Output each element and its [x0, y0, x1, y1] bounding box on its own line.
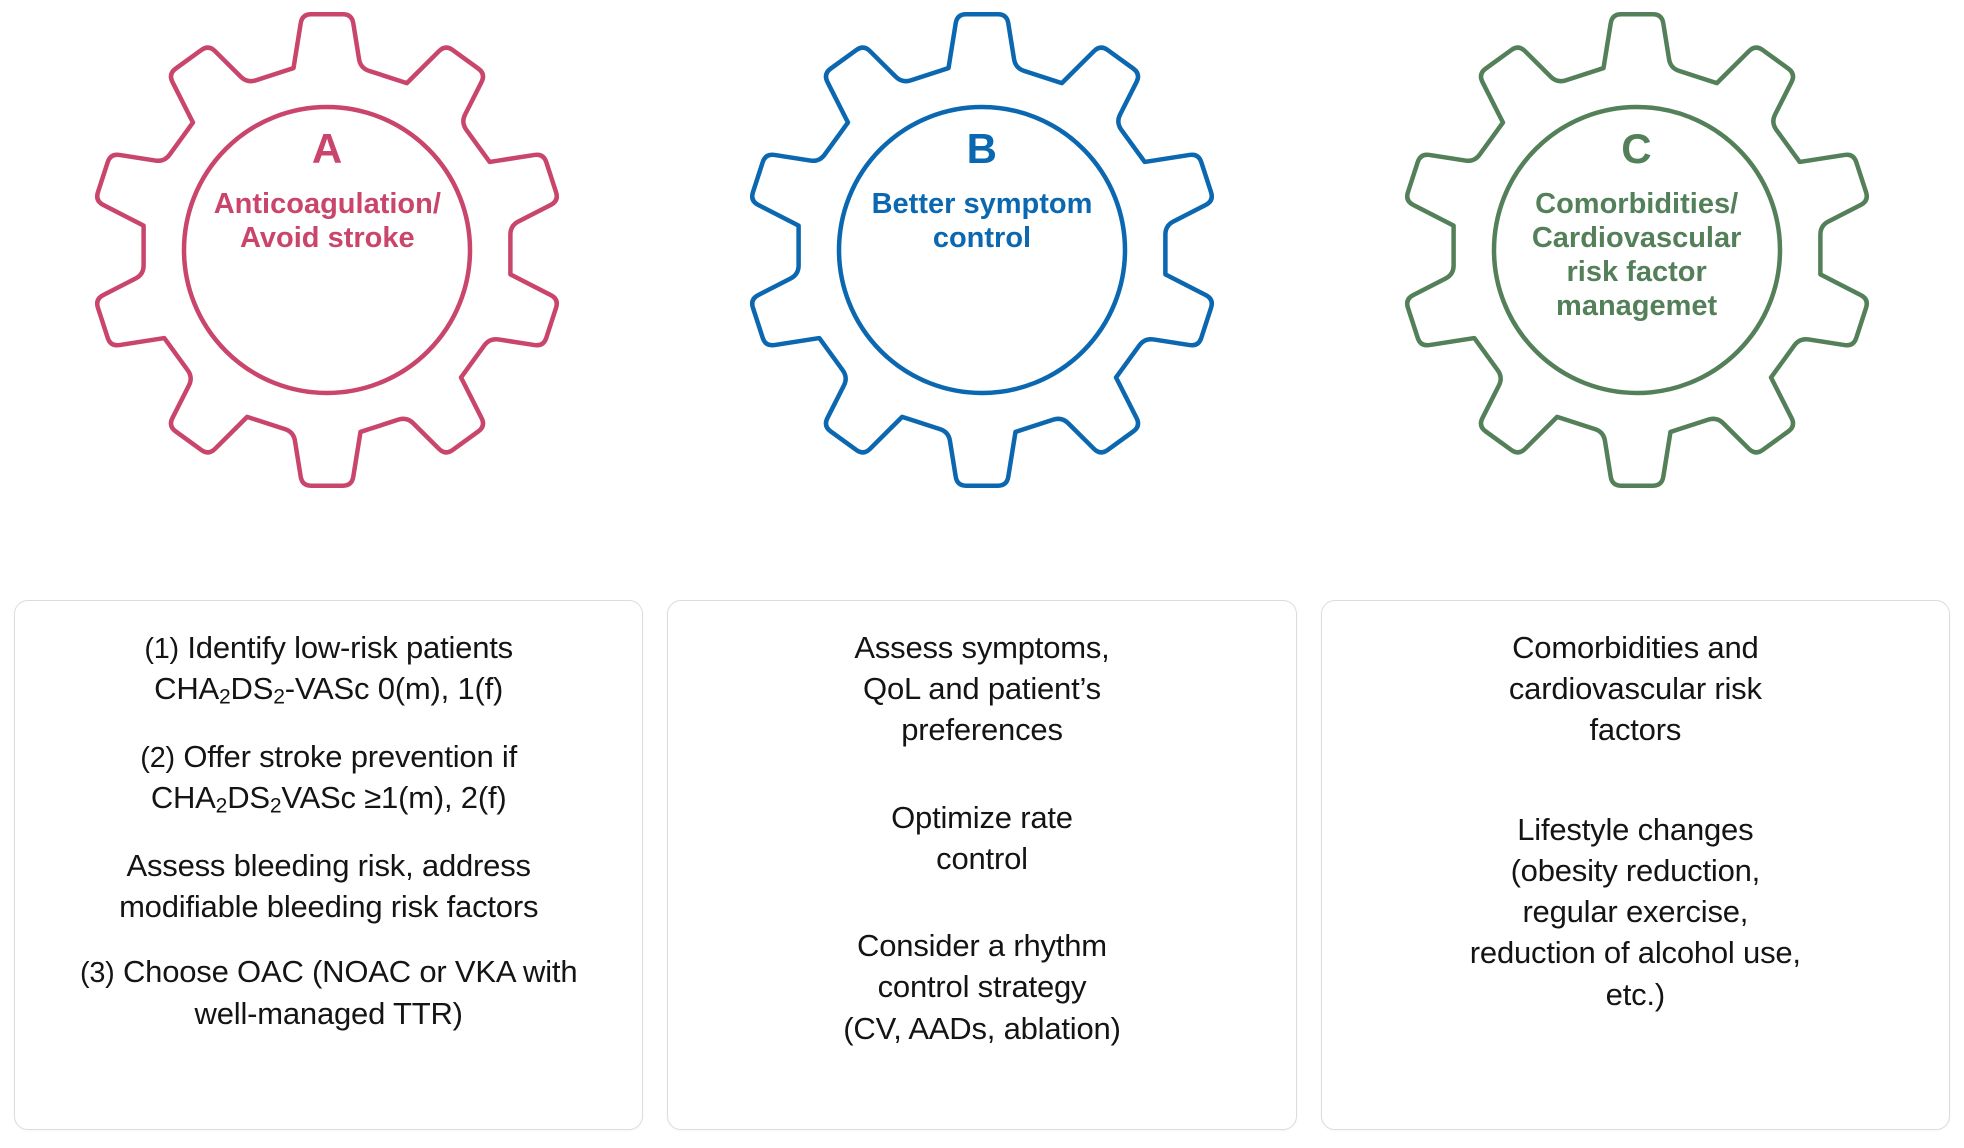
- gear-icon-a: [95, 12, 560, 488]
- gear-hub-circle: [182, 104, 473, 396]
- gear-pillar-b: B Better symptom control: [702, 0, 1262, 590]
- gear-outline: [749, 12, 1214, 488]
- gear-outline: [1404, 12, 1869, 488]
- card-c-paragraph: Lifestyle changes(obesity reduction,regu…: [1469, 811, 1801, 1012]
- gear-outline: [95, 12, 560, 488]
- gear-hub-circle: [836, 104, 1128, 396]
- item-number: (2): [140, 741, 175, 774]
- item-number: (1): [144, 633, 179, 665]
- gear-hub-circle: [1491, 104, 1782, 396]
- gear-row: A Anticoagulation/ Avoid stroke B Better…: [47, 0, 1917, 590]
- gear-icon-b: [749, 12, 1214, 488]
- gear-pillar-a: A Anticoagulation/ Avoid stroke: [47, 0, 607, 590]
- gear-pillar-c: C Comorbidities/ Cardiovascular risk fac…: [1357, 0, 1917, 590]
- item-number: (3): [79, 957, 115, 990]
- gear-icon-c: [1404, 12, 1869, 488]
